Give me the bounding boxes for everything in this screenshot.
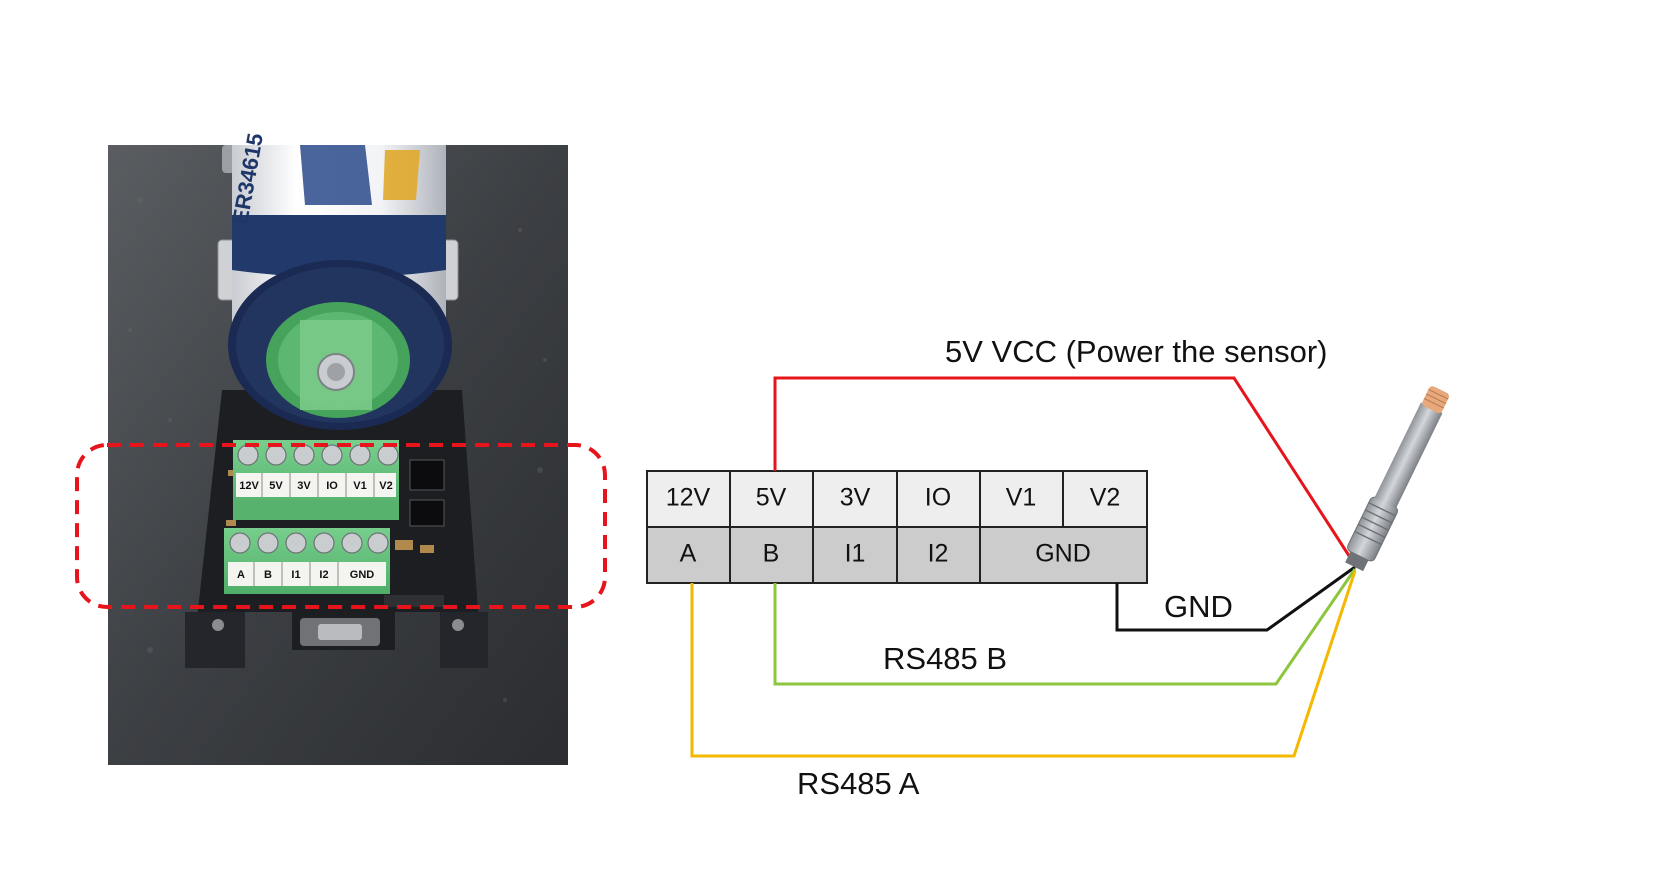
cell-v1 [979, 470, 1064, 528]
photo-label-io: IO [326, 480, 338, 492]
photo-terminal-top: 12V 5V 3V IO V1 V2 [233, 440, 399, 520]
photo-label-v1: V1 [353, 480, 366, 492]
wire-rs485-a [690, 570, 1357, 758]
photo-label-i1: I1 [291, 569, 300, 581]
cell-3v-label: 3V [840, 484, 871, 512]
cell-i1-label: I1 [845, 540, 866, 568]
photo-label-v2: V2 [379, 480, 392, 492]
temperature-humidity-probe-icon [1345, 386, 1450, 572]
cell-a-label: A [680, 540, 697, 568]
label-rs485-b: RS485 B [883, 641, 1007, 676]
cell-v2 [1062, 470, 1148, 528]
cell-i1 [812, 526, 898, 584]
cell-5v-label: 5V [756, 484, 787, 512]
device-photo: ER34615 12V 5V 3V [75, 131, 607, 765]
photo-label-gnd: GND [350, 569, 375, 581]
photo-label-a: A [237, 569, 245, 581]
cell-gnd-label: GND [1035, 540, 1091, 568]
photo-label-12v: 12V [239, 480, 259, 492]
cell-3v [812, 470, 898, 528]
cell-io-label: IO [925, 484, 951, 512]
photo-label-b: B [264, 569, 272, 581]
photo-label-i2: I2 [319, 569, 328, 581]
highlight-box [75, 443, 607, 609]
battery: ER34615 [227, 131, 452, 430]
wire-rs485-b [773, 568, 1357, 686]
terminal-bottom-row: A B I1 I2 GND [646, 526, 1148, 584]
photo-terminal-bottom: A B I1 I2 GND [224, 528, 390, 594]
terminal-top-row: 12V 5V 3V IO V1 V2 [646, 470, 1148, 528]
cell-i2 [896, 526, 981, 584]
label-gnd: GND [1164, 589, 1233, 624]
cell-v2-label: V2 [1090, 484, 1121, 512]
cell-gnd [979, 526, 1148, 584]
wire-5v-vcc [773, 376, 1357, 566]
wire-gnd [1115, 565, 1356, 632]
photo-label-3v: 3V [297, 480, 311, 492]
wires [690, 376, 1357, 758]
terminal-table: 12V 5V 3V IO V1 V2 A B I1 I2 GND [646, 470, 1148, 584]
photo-label-5v: 5V [269, 480, 283, 492]
label-rs485-a: RS485 A [797, 766, 920, 801]
cell-v1-label: V1 [1006, 484, 1037, 512]
label-5v-vcc: 5V VCC (Power the sensor) [945, 334, 1327, 369]
cell-12v-label: 12V [666, 484, 711, 512]
cell-a [646, 526, 731, 584]
cell-i2-label: I2 [928, 540, 949, 568]
cell-b-label: B [763, 540, 780, 568]
cell-b [729, 526, 814, 584]
